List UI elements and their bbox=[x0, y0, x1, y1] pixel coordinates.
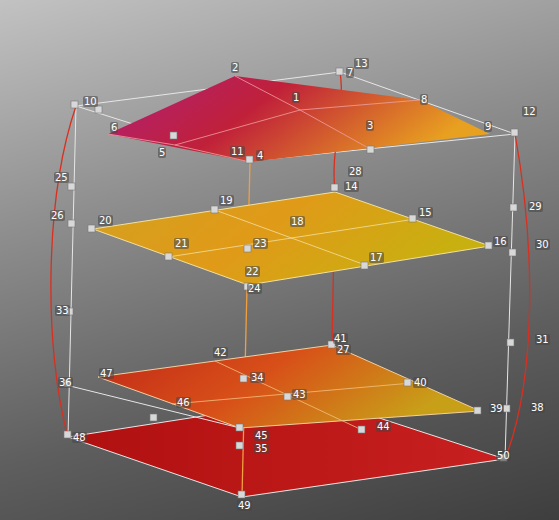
callout-number: 7 bbox=[346, 67, 354, 78]
callout-number: 19 bbox=[219, 195, 234, 206]
callout-number: 1 bbox=[292, 92, 300, 103]
callout-number: 27 bbox=[336, 344, 351, 355]
callout-number: 28 bbox=[348, 166, 363, 177]
callout-number: 13 bbox=[354, 58, 369, 69]
callout-number: 4 bbox=[256, 150, 264, 161]
callout-number: 29 bbox=[528, 201, 543, 212]
callout-number: 48 bbox=[72, 432, 87, 443]
callout-number: 2 bbox=[231, 62, 239, 73]
callout-number: 41 bbox=[333, 333, 348, 344]
frame-lines bbox=[66, 72, 515, 497]
callout-number: 14 bbox=[344, 181, 359, 192]
callout-number: 38 bbox=[530, 402, 545, 413]
callout-number: 8 bbox=[420, 94, 428, 105]
callout-number: 5 bbox=[158, 147, 166, 158]
lower-face bbox=[98, 345, 480, 428]
callout-number: 23 bbox=[253, 238, 268, 249]
callout-number: 45 bbox=[254, 430, 269, 441]
callout-number: 10 bbox=[83, 96, 98, 107]
callout-number: 22 bbox=[245, 266, 260, 277]
callout-number: 35 bbox=[254, 443, 269, 454]
callout-number: 39 bbox=[489, 403, 504, 414]
callout-number: 12 bbox=[522, 106, 537, 117]
middle-face-lines bbox=[168, 210, 415, 266]
callout-number: 43 bbox=[292, 389, 307, 400]
callout-number: 40 bbox=[413, 377, 428, 388]
callout-number: 20 bbox=[98, 215, 113, 226]
callout-number: 15 bbox=[418, 207, 433, 218]
callout-number: 17 bbox=[369, 252, 384, 263]
vertex-markers bbox=[64, 68, 518, 498]
top-face-lines bbox=[108, 76, 420, 162]
callout-number: 34 bbox=[250, 372, 265, 383]
callout-number: 3 bbox=[366, 120, 374, 131]
middle-face bbox=[93, 192, 490, 285]
callout-number: 44 bbox=[376, 421, 391, 432]
callout-number: 9 bbox=[484, 121, 492, 132]
callout-number: 47 bbox=[99, 368, 114, 379]
callout-number: 42 bbox=[213, 347, 228, 358]
callout-number: 11 bbox=[230, 146, 245, 157]
callout-number: 16 bbox=[493, 236, 508, 247]
callout-number: 30 bbox=[535, 239, 550, 250]
callout-number: 33 bbox=[55, 305, 70, 316]
top-face bbox=[108, 76, 490, 162]
curved-edges bbox=[51, 72, 530, 459]
callout-number: 50 bbox=[496, 450, 511, 461]
callout-number: 49 bbox=[237, 500, 252, 511]
callout-number: 26 bbox=[50, 210, 65, 221]
callout-number: 21 bbox=[174, 238, 189, 249]
callout-number: 25 bbox=[54, 172, 69, 183]
callout-number: 6 bbox=[110, 122, 118, 133]
callout-number: 18 bbox=[290, 216, 305, 227]
callout-number: 24 bbox=[247, 283, 262, 294]
callout-number: 31 bbox=[535, 334, 550, 345]
callout-number: 36 bbox=[58, 377, 73, 388]
lower-face-lines bbox=[172, 361, 412, 430]
callout-number: 46 bbox=[176, 397, 191, 408]
